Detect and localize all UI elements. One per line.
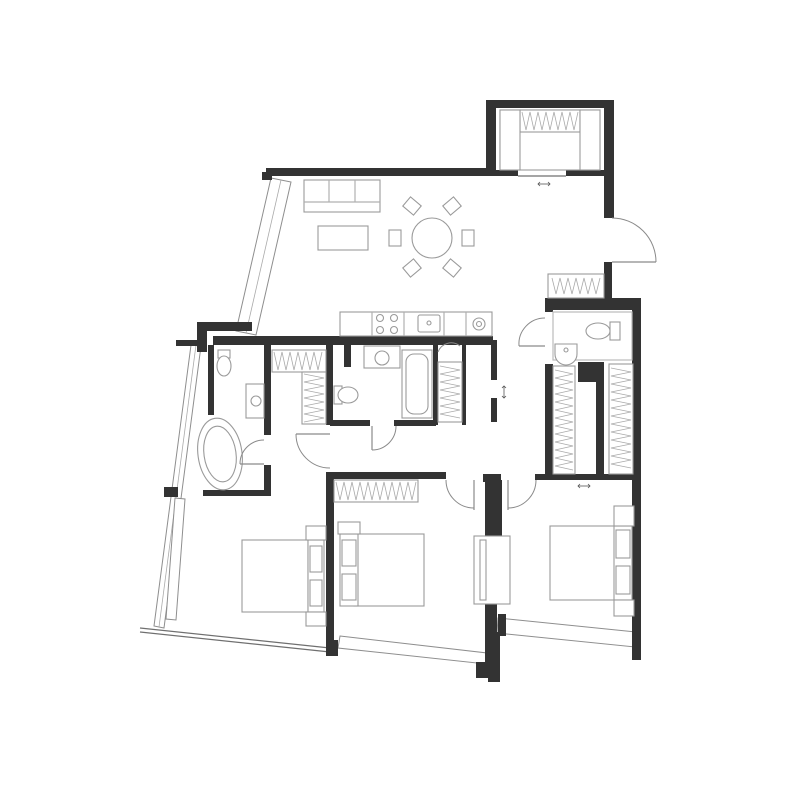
washbasin-icon bbox=[245, 383, 265, 419]
door-icon bbox=[295, 433, 331, 469]
wardrobe-hatch bbox=[610, 367, 632, 469]
coffee-table-icon bbox=[317, 225, 369, 251]
wall-ensuite-south bbox=[203, 490, 271, 496]
washing-machine-icon bbox=[472, 317, 486, 331]
wardrobe-icon bbox=[552, 363, 634, 475]
wall-dressing-mid bbox=[578, 362, 600, 382]
hall bbox=[271, 349, 507, 469]
wall-kitchen-back bbox=[213, 336, 493, 345]
door-icon bbox=[437, 342, 461, 353]
wardrobe-hatch bbox=[273, 351, 323, 371]
toilet-icon bbox=[333, 385, 359, 405]
wall-niche-front-left bbox=[486, 170, 518, 176]
wall-hall-post bbox=[491, 340, 497, 380]
stove-icon bbox=[375, 313, 399, 335]
wall-west-mid bbox=[164, 487, 178, 497]
wardrobe-icon bbox=[437, 361, 463, 423]
wall-east-top bbox=[545, 298, 641, 310]
toilet-icon bbox=[216, 349, 232, 377]
oval-bathtub-icon bbox=[197, 417, 243, 491]
sofa-icon bbox=[303, 179, 381, 213]
wall-niche-right bbox=[604, 100, 614, 218]
window-bedroom-3 bbox=[496, 617, 637, 648]
arrow-icon bbox=[501, 385, 507, 399]
bedroom-3 bbox=[473, 479, 635, 617]
wall-bath-east bbox=[433, 345, 438, 425]
entry-door-icon bbox=[611, 217, 657, 263]
bedroom-2 bbox=[333, 479, 475, 607]
wall-niche-front-right bbox=[566, 170, 606, 176]
wall-niche-left bbox=[486, 100, 496, 176]
door-icon bbox=[371, 425, 397, 451]
storage-niche bbox=[499, 109, 601, 187]
wall-wc-left bbox=[545, 298, 553, 312]
wardrobe-icon bbox=[271, 349, 327, 425]
wardrobe-hatch bbox=[554, 369, 574, 471]
wardrobe-hatch bbox=[521, 111, 579, 131]
wall-north bbox=[266, 168, 490, 176]
wardrobe-icon bbox=[547, 273, 605, 299]
wall-living-sw-corner bbox=[197, 322, 252, 331]
exterior-glazing bbox=[139, 177, 637, 665]
wall-bath-south bbox=[330, 420, 370, 426]
bathtub-icon bbox=[401, 349, 433, 419]
wall-bath-west bbox=[326, 345, 333, 425]
door-icon bbox=[445, 479, 475, 510]
living-kitchen bbox=[303, 179, 657, 337]
washbasin-icon bbox=[554, 343, 578, 366]
double-bed-icon bbox=[549, 505, 635, 617]
guest-wc bbox=[518, 311, 633, 366]
wall-east-upper bbox=[604, 262, 612, 306]
wall-niche-top bbox=[486, 100, 614, 108]
round-dining-table-icon bbox=[388, 196, 475, 278]
wall-hall-south-east bbox=[535, 474, 641, 480]
kitchen-counter-icon bbox=[339, 311, 493, 337]
sink-icon bbox=[417, 314, 441, 333]
wardrobe-hatch bbox=[303, 373, 325, 423]
toilet-icon bbox=[585, 321, 621, 341]
double-bed-icon bbox=[337, 521, 425, 607]
wall-living-sw-post bbox=[197, 322, 207, 352]
wall-bedroom-2-north bbox=[326, 472, 446, 479]
window-bedroom-2 bbox=[337, 635, 488, 665]
master-bedroom bbox=[241, 525, 327, 627]
door-icon bbox=[239, 439, 265, 465]
dressing-room bbox=[552, 363, 634, 489]
facade-line-south bbox=[139, 631, 331, 653]
main-bathroom bbox=[333, 342, 463, 451]
washbasin-icon bbox=[363, 345, 401, 369]
desk-icon bbox=[473, 535, 511, 605]
arrow-icon bbox=[577, 483, 591, 489]
door-icon bbox=[507, 479, 537, 510]
ensuite-bathroom bbox=[197, 349, 265, 491]
wall-bedroom-3-north bbox=[535, 474, 545, 480]
wardrobe-hatch bbox=[551, 277, 601, 295]
wall-ensuite-east bbox=[264, 345, 271, 435]
double-bed-icon bbox=[241, 525, 327, 627]
wardrobe-icon bbox=[333, 479, 419, 503]
arrow-icon bbox=[537, 181, 551, 187]
walls bbox=[164, 100, 641, 682]
wardrobe-hatch bbox=[439, 365, 461, 419]
door-icon bbox=[518, 317, 546, 347]
wall-bedroom-1-2 bbox=[326, 472, 334, 656]
window-bedroom-west-inner bbox=[165, 497, 186, 621]
wardrobe-hatch bbox=[335, 481, 417, 501]
wardrobe-icon bbox=[499, 109, 601, 171]
